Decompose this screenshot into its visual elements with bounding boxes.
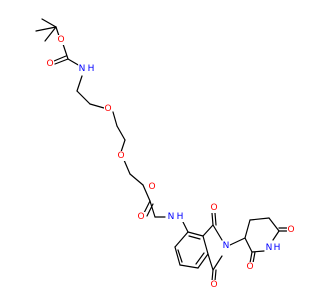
bond — [53, 55, 67, 62]
oxygen-atom: O — [287, 225, 294, 235]
oxygen-atom: O — [137, 212, 144, 222]
nitrogen-atom: N — [266, 243, 273, 253]
bond — [174, 231, 189, 248]
bond — [188, 235, 201, 240]
bond — [249, 251, 253, 264]
atom-label-background — [209, 280, 219, 290]
bond — [211, 269, 214, 282]
bond — [62, 43, 69, 60]
oxygen-atom: O — [117, 151, 124, 161]
bond — [142, 184, 151, 202]
bond — [244, 237, 253, 253]
oxygen-atom: O — [210, 280, 217, 290]
bond — [177, 249, 183, 263]
bond — [202, 224, 214, 237]
bond — [179, 264, 199, 269]
atom-label-background — [245, 262, 255, 272]
atom-label-background — [176, 212, 184, 222]
bond — [207, 253, 214, 271]
bond-layer — [35, 18, 288, 282]
atom-label-background — [136, 212, 146, 222]
bond — [129, 173, 144, 186]
bond — [116, 125, 126, 141]
bond — [252, 251, 256, 264]
bond — [146, 203, 154, 217]
molecule-canvas: O O N H O O O O N H O O N O O — [35, 18, 296, 290]
bond — [268, 217, 280, 232]
atom-label-background — [209, 203, 219, 213]
molecule-structure: O O N H O O O O N H O O N O O — [35, 18, 296, 290]
bond — [149, 200, 156, 218]
bond — [197, 253, 209, 269]
nitrogen-atom: N — [79, 64, 86, 74]
atom-label-background — [56, 35, 66, 45]
bond — [214, 269, 217, 282]
atom-label-background — [78, 64, 86, 74]
bond — [202, 235, 209, 255]
atom-label-background — [45, 59, 55, 69]
bond — [112, 111, 118, 127]
atom-label-background — [222, 241, 230, 251]
bond — [229, 237, 246, 246]
bond — [212, 255, 223, 271]
nitrogen-hydrogen: H — [274, 243, 281, 253]
oxygen-atom: O — [104, 104, 111, 114]
bond — [195, 252, 205, 265]
oxygen-atom: O — [46, 59, 53, 69]
bond — [76, 75, 83, 92]
bond — [41, 18, 57, 28]
bond — [55, 26, 60, 37]
nitrogen-atom: N — [223, 241, 230, 251]
atom-label-background — [147, 182, 157, 192]
bond — [211, 212, 214, 226]
bond — [212, 224, 223, 241]
atom-label-background — [103, 104, 113, 114]
atom-label-layer: O O N H O O O O N H O O N O O — [45, 35, 296, 290]
bond — [67, 58, 81, 67]
atom-label-background — [116, 151, 126, 161]
oxygen-atom: O — [210, 203, 217, 213]
oxygen-atom: O — [57, 35, 64, 45]
nitrogen-hydrogen: H — [177, 212, 184, 222]
atom-label-background — [167, 212, 175, 222]
bond — [120, 139, 126, 153]
bond — [251, 250, 265, 253]
bond — [35, 26, 57, 32]
bond — [272, 230, 280, 241]
bond — [187, 231, 204, 237]
bond — [249, 217, 270, 221]
oxygen-atom: O — [246, 262, 253, 272]
bond — [76, 90, 91, 105]
atom-label-background — [273, 243, 281, 253]
atom-label-background — [286, 225, 296, 235]
atom-label-background — [265, 243, 273, 253]
bond — [44, 26, 57, 42]
bond — [214, 212, 217, 226]
bond — [174, 246, 181, 266]
bond — [89, 103, 105, 109]
oxygen-atom: O — [148, 182, 155, 192]
atom-label-background — [87, 64, 95, 74]
nitrogen-hydrogen: H — [88, 64, 95, 74]
bond — [123, 159, 131, 175]
bond — [244, 219, 251, 239]
bond — [54, 58, 69, 65]
nitrogen-atom: N — [168, 212, 175, 222]
